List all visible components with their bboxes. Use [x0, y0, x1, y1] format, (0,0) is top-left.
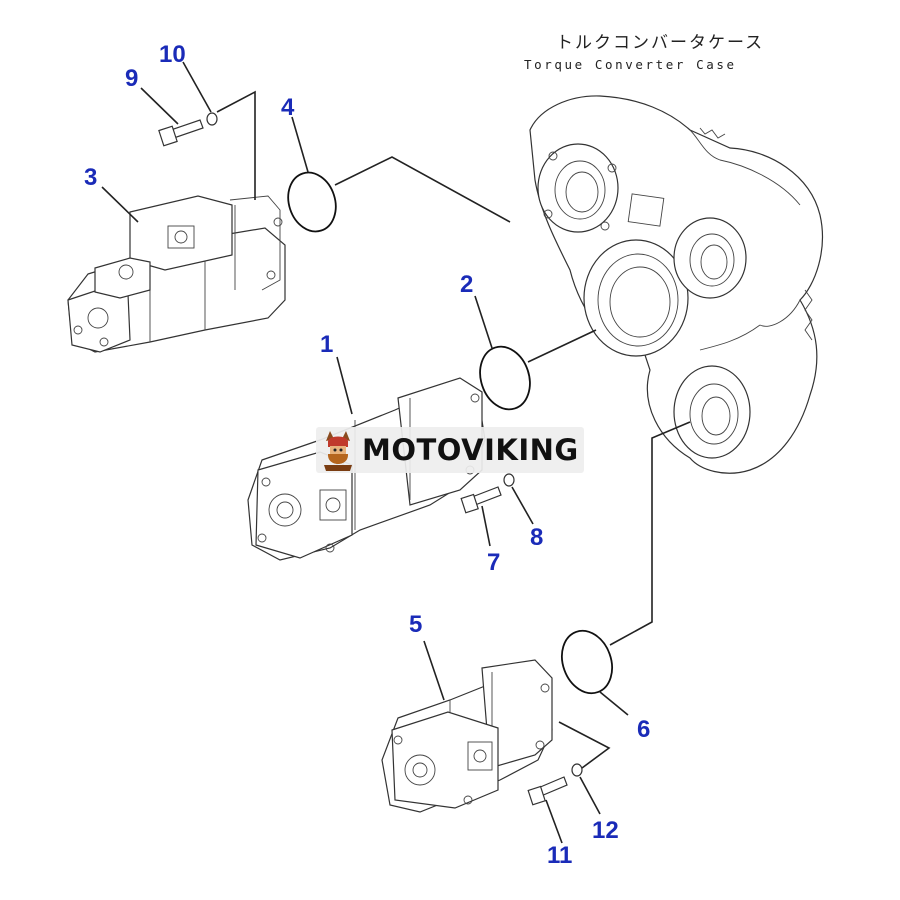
- case-bore-center: [583, 239, 689, 357]
- callout-2: 2: [460, 271, 473, 298]
- leader-8: [511, 486, 534, 525]
- pump-assembly-5: [381, 659, 553, 813]
- assembly-line-lower-washer: [558, 721, 611, 769]
- case-bore-top: [537, 143, 619, 233]
- viking-logo-icon: [324, 431, 352, 471]
- leader-10: [182, 61, 212, 113]
- torque-converter-case: [529, 95, 824, 474]
- assembly-line-o-ring-4: [334, 156, 511, 223]
- bolt-9: [158, 119, 204, 147]
- assembly-line-o-ring-6: [609, 421, 691, 646]
- leader-1: [336, 356, 353, 415]
- callout-6: 6: [637, 716, 650, 743]
- o-ring-2: [479, 345, 531, 411]
- callout-9: 9: [125, 65, 138, 92]
- o-ring-4: [287, 171, 337, 233]
- pump-assembly-3: [67, 195, 286, 353]
- leader-9: [140, 87, 179, 125]
- washer-12: [571, 763, 583, 777]
- leader-5: [423, 640, 445, 701]
- callout-10: 10: [159, 41, 186, 68]
- case-bore-lower: [673, 365, 751, 459]
- assembly-line-o-ring-2: [527, 329, 597, 363]
- case-title-japanese: トルクコンバータケース: [556, 33, 764, 53]
- callout-12: 12: [592, 817, 619, 844]
- callout-3: 3: [84, 164, 97, 191]
- leader-7: [481, 505, 491, 547]
- leader-11: [545, 799, 563, 844]
- leader-2: [474, 295, 493, 349]
- washer-10: [206, 112, 218, 126]
- assembly-line-upper-left: [216, 90, 256, 200]
- callout-7: 7: [487, 549, 500, 576]
- callout-1: 1: [320, 331, 333, 358]
- case-title-english: Torque Converter Case: [524, 57, 737, 72]
- leader-4: [291, 116, 309, 173]
- washer-8: [503, 473, 515, 487]
- callout-8: 8: [530, 524, 543, 551]
- bolt-11: [527, 776, 568, 806]
- leader-12: [579, 776, 601, 815]
- watermark-text: MOTOVIKING: [362, 433, 579, 467]
- callout-5: 5: [409, 611, 422, 638]
- callout-11: 11: [547, 842, 572, 869]
- o-ring-6: [561, 629, 613, 695]
- callout-4: 4: [281, 94, 295, 121]
- bolt-7: [460, 486, 502, 514]
- leader-3: [101, 186, 139, 223]
- case-bore-right: [673, 217, 747, 299]
- watermark-banner: MOTOVIKING: [316, 427, 584, 473]
- leader-6: [599, 691, 629, 716]
